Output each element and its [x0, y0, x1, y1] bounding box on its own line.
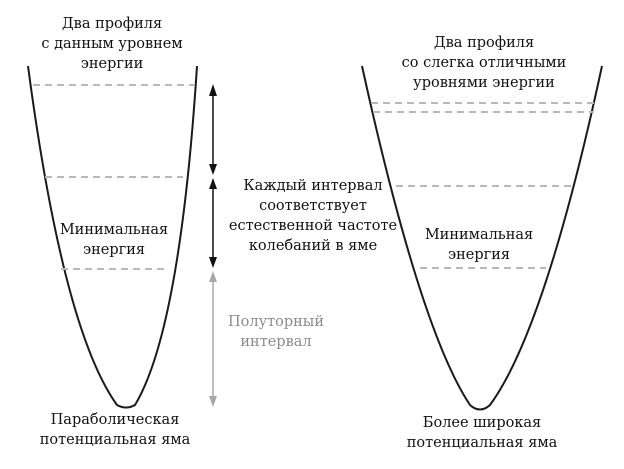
interval-explanation-label: Каждый интервал соответствует естественн…	[228, 178, 398, 254]
right-wider-well-curve	[361, 65, 603, 411]
left-min-energy-label: Минимальная энергия	[59, 222, 169, 258]
arrow-up-icon	[209, 84, 217, 96]
half-interval-arrow	[209, 271, 217, 407]
left-bottom-label: Параболическая потенциальная яма	[39, 412, 191, 448]
half-interval-label: Полуторный интервал	[227, 314, 325, 350]
arrow-down-icon	[209, 396, 217, 407]
right-bottom-label: Более широкая потенциальная яма	[406, 415, 558, 451]
arrow-down-icon	[209, 257, 217, 268]
left-top-label: Два профиля с данным уровнем энергии	[41, 16, 183, 72]
left-parabolic-well-curve	[27, 65, 198, 409]
interval-arrow-1	[209, 84, 217, 175]
right-top-label: Два профиля со слегка отличными уровнями…	[401, 35, 567, 91]
arrow-up-icon	[209, 271, 217, 282]
arrow-down-icon	[209, 164, 217, 175]
arrow-up-icon	[209, 178, 217, 189]
interval-arrow-2	[209, 178, 217, 268]
right-energy-levels	[371, 102, 596, 269]
right-min-energy-label: Минимальная энергия	[424, 227, 534, 263]
left-energy-levels	[33, 84, 194, 270]
